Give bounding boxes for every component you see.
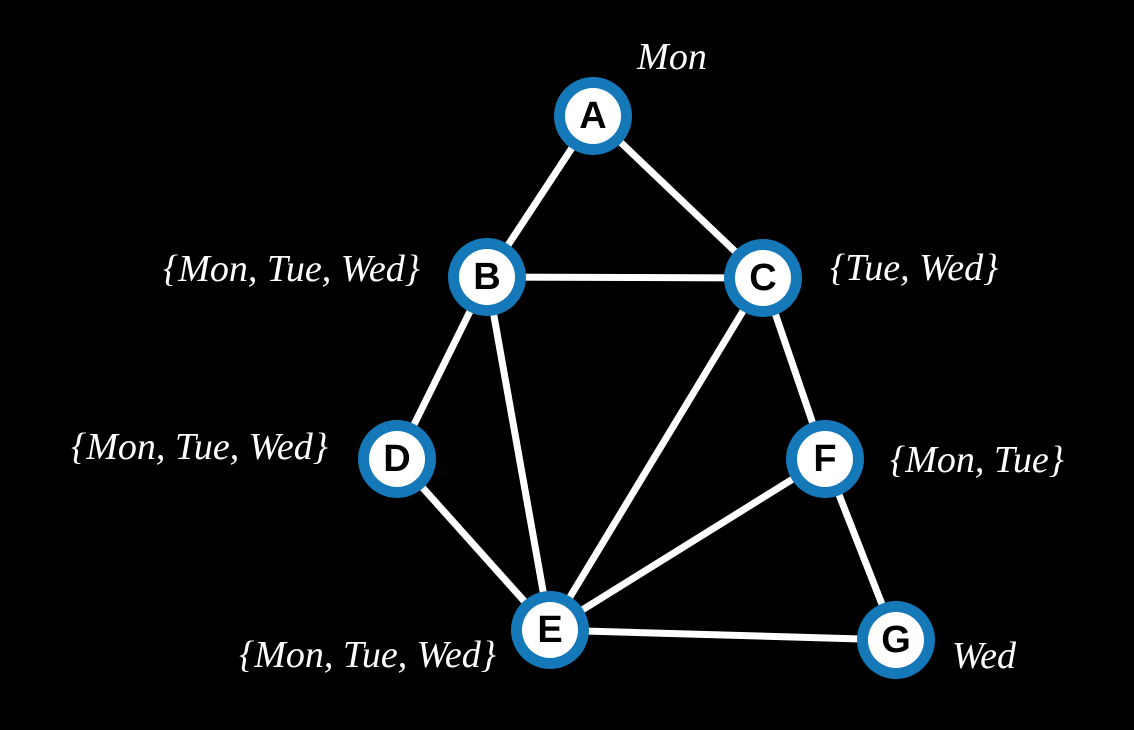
edge-A-C [589,112,767,282]
domain-label-C: {Tue, Wed} [830,247,998,289]
node-letter: A [579,95,606,137]
labels-layer: Mon {Mon, Tue, Wed} {Tue, Wed} {Mon, Tue, W… [71,36,1064,677]
node-letter: G [881,619,911,661]
node-A: A [554,77,632,155]
node-letter: C [749,257,776,299]
node-E: E [511,591,589,669]
node-face [459,249,515,305]
domain-label-E: {Mon, Tue, Wed} [239,634,496,676]
edge-E-G [546,626,900,644]
domain-label-F: {Mon, Tue} [890,439,1064,481]
node-letter: B [473,256,500,298]
node-face [565,88,621,144]
domain-label-G: Wed [952,635,1017,677]
node-face [797,431,853,487]
edge-B-C [483,273,767,282]
node-B: B [448,238,526,316]
node-letter: D [383,438,410,480]
node-D: D [358,420,436,498]
node-face [735,250,791,306]
edge-B-E [483,273,554,634]
node-G: G [857,601,935,679]
domain-label-D: {Mon, Tue, Wed} [71,426,328,468]
edges-layer [393,112,900,644]
domain-label-B: {Mon, Tue, Wed} [163,248,420,290]
domain-label-A: Mon [636,36,707,78]
node-letter: F [813,438,836,480]
node-face [522,602,578,658]
nodes-layer: A B C D E F G [358,77,935,679]
node-C: C [724,239,802,317]
node-F: F [786,420,864,498]
edge-C-E [546,274,767,634]
node-face [868,612,924,668]
edge-E-F [546,455,829,634]
node-letter: E [537,609,562,651]
node-face [369,431,425,487]
